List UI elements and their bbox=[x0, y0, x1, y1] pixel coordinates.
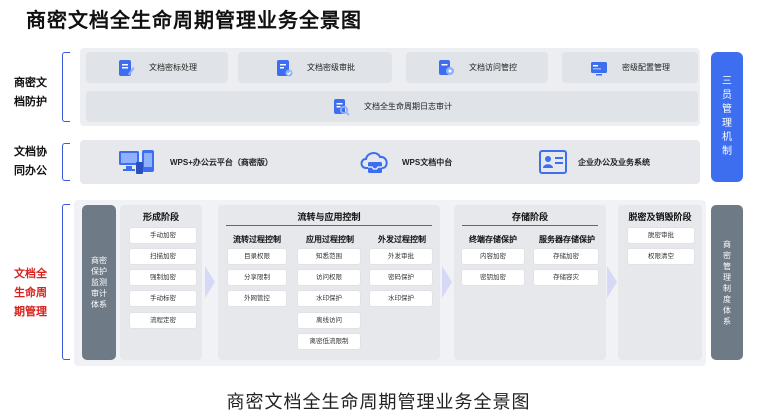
log-search-icon bbox=[334, 98, 350, 116]
stage-storage-title: 存储阶段 bbox=[511, 212, 548, 222]
group-application-item: 离密低流限制 bbox=[298, 334, 360, 349]
bracket-lifecycle bbox=[62, 204, 70, 360]
stage-circulation-title: 流转与应用控制 bbox=[297, 212, 361, 222]
group-application-item: 水印保护 bbox=[298, 291, 360, 306]
stage-formation-item: 流程定密 bbox=[130, 313, 196, 328]
group-terminal-title: 终端存储保护 bbox=[469, 235, 517, 244]
cloud-inbox-icon bbox=[360, 152, 388, 173]
monitor-audit-system: 商密保护监测审计体系 bbox=[82, 205, 116, 360]
protection-item-access: 文档访问管控 bbox=[406, 52, 548, 83]
group-application-item: 离线访问 bbox=[298, 313, 360, 328]
protection-item-label: 密级配置管理 bbox=[622, 63, 670, 72]
group-external-title: 外发过程控制 bbox=[378, 235, 426, 244]
protection-audit-label: 文档全生命周期日志审计 bbox=[364, 102, 452, 111]
collab-item-enterprise: 企业办公及业务系统 bbox=[538, 148, 698, 176]
access-control-icon bbox=[439, 59, 454, 75]
stage-formation-item: 手动标密 bbox=[130, 291, 196, 306]
collab-item-wps-cloud: WPS+办公云平台（商密版） bbox=[118, 148, 318, 176]
protection-item-marking: 文档密标处理 bbox=[86, 52, 228, 83]
collab-item-label: WPS+办公云平台（商密版） bbox=[170, 157, 273, 167]
collab-item-label: WPS文档中台 bbox=[402, 157, 453, 167]
bracket-protection bbox=[62, 52, 70, 122]
row-label-protection-line2: 档防护 bbox=[14, 96, 47, 108]
group-transfer-item: 目录权限 bbox=[228, 249, 286, 264]
protection-item-label: 文档密标处理 bbox=[149, 63, 197, 72]
stage-formation-item: 强制加密 bbox=[130, 270, 196, 285]
stage-formation-item: 扫描加密 bbox=[130, 249, 196, 264]
flow-arrow bbox=[442, 266, 452, 298]
edit-doc-icon bbox=[119, 59, 135, 76]
row-label-lifecycle: 文档全 生命周 期管理 bbox=[14, 265, 47, 322]
protection-item-label: 文档密级审批 bbox=[307, 63, 355, 72]
row-label-lifecycle-line2: 生命周 bbox=[14, 287, 47, 299]
bracket-collab bbox=[62, 143, 70, 181]
row-label-protection-line1: 商密文 bbox=[14, 77, 47, 89]
id-card-icon bbox=[539, 150, 567, 174]
flow-arrow bbox=[607, 266, 617, 298]
stage-formation-title: 形成阶段 bbox=[142, 212, 179, 222]
group-terminal-item: 内容加密 bbox=[462, 249, 524, 264]
collab-item-wps-middle: WPS文档中台 bbox=[358, 148, 508, 176]
group-external-item: 外发审批 bbox=[370, 249, 432, 264]
row-label-lifecycle-line1: 文档全 bbox=[14, 268, 47, 280]
collab-item-label: 企业办公及业务系统 bbox=[578, 157, 650, 167]
page-title: 商密文档全生命周期管理业务全景图 bbox=[26, 10, 362, 32]
row-label-collab-line1: 文档协 bbox=[14, 146, 47, 158]
protection-audit: 文档全生命周期日志审计 bbox=[86, 91, 698, 122]
row-label-protection: 商密文 档防护 bbox=[14, 74, 47, 112]
figure-caption: 商密文档全生命周期管理业务全景图 bbox=[226, 392, 531, 412]
protection-item-label: 文档访问管控 bbox=[469, 63, 517, 72]
approval-doc-icon bbox=[277, 59, 293, 76]
flow-arrow bbox=[205, 266, 215, 298]
collab-panel bbox=[80, 140, 700, 184]
protection-item-config: 密级配置管理 bbox=[562, 52, 698, 83]
group-application-title: 应用过程控制 bbox=[306, 235, 354, 244]
stage-declassify-item: 脱密审批 bbox=[628, 228, 694, 243]
group-terminal-item: 密钥加密 bbox=[462, 270, 524, 285]
group-server-title: 服务器存储保护 bbox=[539, 235, 595, 244]
management-rules-system: 商密管理制度体系 bbox=[711, 205, 743, 360]
monitor-audit-system-label: 商密保护监测审计体系 bbox=[91, 256, 107, 309]
group-transfer-item: 外网管控 bbox=[228, 291, 286, 306]
protection-item-approval: 文档密级审批 bbox=[238, 52, 392, 83]
group-transfer-title: 流转过程控制 bbox=[233, 235, 281, 244]
row-label-lifecycle-line3: 期管理 bbox=[14, 306, 47, 318]
stage-divider bbox=[226, 225, 432, 226]
group-transfer-item: 分享限制 bbox=[228, 270, 286, 285]
config-screen-icon bbox=[591, 61, 607, 75]
devices-icon bbox=[119, 150, 154, 174]
group-server-item: 存储容灾 bbox=[534, 270, 598, 285]
row-label-collab-line2: 同办公 bbox=[14, 165, 47, 177]
sidebar-three-officers: 三员管理机制 bbox=[711, 52, 743, 182]
group-server-item: 存储加密 bbox=[534, 249, 598, 264]
stage-declassify-item: 权限清空 bbox=[628, 249, 694, 264]
group-external-item: 密码保护 bbox=[370, 270, 432, 285]
row-label-collab: 文档协 同办公 bbox=[14, 143, 47, 181]
group-application-item: 知悉范围 bbox=[298, 249, 360, 264]
group-external-item: 水印保护 bbox=[370, 291, 432, 306]
stage-formation-item: 手动加密 bbox=[130, 228, 196, 243]
stage-divider bbox=[462, 225, 598, 226]
group-application-item: 访问权限 bbox=[298, 270, 360, 285]
stage-declassify-title: 脱密及销毁阶段 bbox=[628, 212, 692, 222]
sidebar-three-officers-label: 三员管理机制 bbox=[722, 76, 732, 157]
management-rules-system-label: 商密管理制度体系 bbox=[723, 239, 731, 326]
